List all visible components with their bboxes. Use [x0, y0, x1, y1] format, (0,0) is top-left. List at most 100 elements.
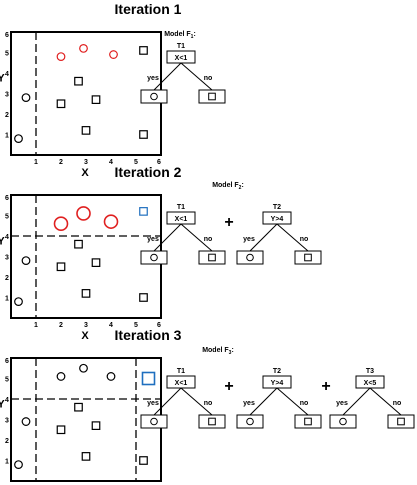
iteration-title: Iteration 2 [115, 164, 182, 180]
y-tick-label: 3 [5, 92, 9, 99]
model-label: Model F2: [212, 182, 244, 191]
branch-yes [153, 223, 182, 252]
tree-name: T2 [273, 204, 281, 211]
data-point-square [141, 371, 156, 386]
edge-label-no: no [393, 400, 402, 407]
y-tick-label: 4 [5, 234, 9, 241]
leaf-circle-icon [246, 417, 254, 426]
y-tick-label: 4 [5, 397, 9, 404]
data-point-circle [14, 460, 23, 470]
data-point-square [91, 95, 101, 105]
x-tick-label: 4 [109, 322, 113, 329]
branch-no [369, 387, 402, 416]
data-point-circle [21, 256, 31, 266]
y-axis-label: Y [0, 73, 5, 85]
leaf-square-icon [397, 417, 405, 426]
tree-name: T1 [177, 204, 185, 211]
x-tick-label: 3 [84, 322, 88, 329]
y-tick-label: 2 [5, 438, 9, 445]
tree-condition: X<1 [175, 216, 188, 223]
x-tick-label: 1 [34, 159, 38, 166]
plus-operator: + [321, 378, 330, 395]
y-tick-label: 5 [5, 377, 9, 384]
data-point-square [56, 262, 66, 272]
data-point-circle [79, 363, 88, 373]
x-tick-label: 5 [134, 159, 138, 166]
data-point-square [91, 258, 101, 267]
data-point-square [56, 99, 66, 109]
data-point-square [139, 46, 148, 55]
data-point-square [74, 239, 83, 249]
leaf-square-icon [304, 253, 312, 262]
data-point-square [139, 293, 148, 302]
branch-no [180, 223, 213, 252]
branch-yes [342, 387, 371, 416]
branch-yes [249, 223, 278, 252]
y-tick-label: 1 [5, 459, 9, 466]
data-point-square [139, 456, 148, 465]
data-point-circle [53, 216, 69, 231]
y-tick-label: 6 [5, 32, 9, 39]
data-point-square [139, 207, 148, 216]
data-point-circle [79, 44, 88, 53]
data-point-circle [21, 93, 31, 102]
data-point-square [81, 289, 91, 298]
y-tick-label: 1 [5, 296, 9, 303]
edge-label-yes: yes [243, 400, 255, 407]
tree-condition: Y>4 [271, 216, 284, 223]
data-point-square [56, 425, 66, 435]
edge-label-yes: yes [147, 75, 159, 82]
y-axis-label: Y [0, 399, 5, 411]
data-point-circle [103, 214, 119, 229]
branch-no [276, 223, 309, 252]
edge-label-no: no [204, 75, 213, 82]
tree-name: T1 [177, 43, 185, 50]
x-tick-label: 2 [59, 159, 63, 166]
iteration-title: Iteration 1 [115, 1, 182, 17]
branch-no [180, 387, 213, 416]
data-point-circle [14, 297, 23, 307]
y-axis-label: Y [0, 236, 5, 248]
leaf-square-icon [208, 92, 216, 101]
data-point-circle [56, 52, 66, 61]
x-tick-label: 1 [34, 322, 38, 329]
x-tick-label: 6 [157, 322, 161, 329]
data-point-circle [56, 372, 66, 381]
y-tick-label: 1 [5, 133, 9, 140]
tree-name: T2 [273, 368, 281, 375]
leaf-circle-icon [150, 92, 158, 101]
branch-no [276, 387, 309, 416]
data-point-circle [76, 206, 91, 221]
x-tick-label: 5 [134, 322, 138, 329]
leaf-circle-icon [150, 253, 158, 262]
data-point-square [139, 130, 148, 139]
branch-yes [249, 387, 278, 416]
iteration-title: Iteration 3 [115, 327, 182, 343]
data-point-circle [106, 372, 116, 381]
y-tick-label: 6 [5, 358, 9, 365]
plus-operator: + [224, 214, 233, 231]
data-point-circle [14, 134, 23, 144]
model-label: Model F1: [164, 31, 196, 40]
y-tick-label: 2 [5, 275, 9, 282]
edge-label-yes: yes [336, 400, 348, 407]
x-tick-label: 2 [59, 322, 63, 329]
edge-label-yes: yes [147, 400, 159, 407]
data-point-circle [21, 417, 31, 426]
leaf-square-icon [208, 417, 216, 426]
leaf-circle-icon [150, 417, 158, 426]
iteration-panel-3: Iteration 3123456123456XYModel F3:T1X<1y… [0, 327, 415, 482]
edge-label-no: no [204, 236, 213, 243]
y-tick-label: 6 [5, 195, 9, 202]
data-point-square [81, 452, 91, 461]
y-tick-label: 5 [5, 51, 9, 58]
plot-frame [10, 357, 162, 482]
data-point-square [81, 126, 91, 135]
tree-name: T3 [366, 368, 374, 375]
